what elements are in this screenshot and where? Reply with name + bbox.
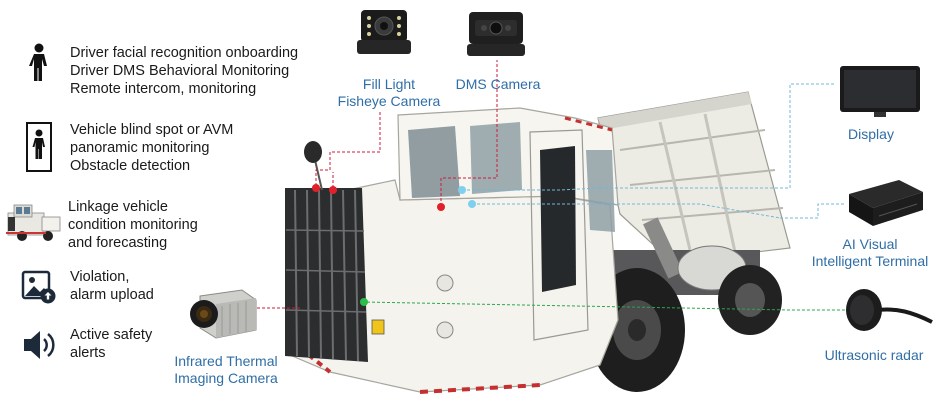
display-marker bbox=[458, 186, 466, 194]
vehicle-thumbnail-icon bbox=[4, 198, 64, 244]
feature-driver-recognition: Driver facial recognition onboarding Dri… bbox=[20, 43, 299, 98]
image-upload-icon bbox=[20, 268, 58, 306]
feature-text: Remote intercom, monitoring bbox=[70, 81, 257, 97]
fill-light-camera-marker bbox=[329, 186, 337, 194]
fill-light-camera-icon bbox=[357, 10, 411, 54]
display-label: Display bbox=[848, 126, 894, 142]
thermal-camera-label: Infrared Thermal Imaging Camera bbox=[164, 353, 288, 387]
label-line: AI Visual bbox=[842, 236, 898, 252]
feature-text: alarm upload bbox=[70, 287, 154, 303]
ultrasonic-radar-label: Ultrasonic radar bbox=[824, 347, 924, 363]
dms-camera-marker bbox=[437, 203, 445, 211]
feature-blind-spot: Vehicle blind spot or AVM panoramic moni… bbox=[20, 121, 233, 175]
feature-vehicle-condition: Linkage vehicle condition monitoring and… bbox=[4, 198, 198, 252]
person-icon bbox=[20, 43, 58, 82]
dms-camera-icon bbox=[467, 12, 525, 56]
feature-text: Linkage vehicle bbox=[68, 199, 168, 215]
feature-text: condition monitoring bbox=[68, 217, 198, 233]
feature-violation-upload: Violation, alarm upload bbox=[20, 268, 154, 306]
ultrasonic-marker bbox=[360, 298, 368, 306]
label-line: Fisheye Camera bbox=[337, 93, 441, 109]
dump-bed bbox=[597, 91, 791, 263]
feature-text: Driver facial recognition onboarding bbox=[70, 45, 299, 61]
feature-safety-alerts: Active safety alerts bbox=[20, 326, 152, 364]
feature-text: Obstacle detection bbox=[70, 158, 191, 174]
feature-text: Violation, bbox=[70, 269, 130, 285]
ai-terminal-icon bbox=[849, 180, 923, 226]
dms-camera-label: DMS Camera bbox=[455, 76, 541, 92]
feature-text: Active safety bbox=[70, 327, 153, 343]
feature-text: Driver DMS Behavioral Monitoring bbox=[70, 63, 290, 79]
terminal-marker bbox=[468, 200, 476, 208]
ai-terminal-label: AI Visual Intelligent Terminal bbox=[800, 236, 940, 270]
front-grille bbox=[285, 188, 368, 362]
feature-text: and forecasting bbox=[68, 235, 168, 251]
display-icon bbox=[840, 66, 920, 117]
label-line: Fill Light bbox=[362, 76, 416, 92]
fill-light-camera-label: Fill Light Fisheye Camera bbox=[334, 76, 444, 110]
ultrasonic-radar-icon bbox=[846, 289, 933, 331]
speaker-icon bbox=[20, 326, 58, 364]
leader-lines bbox=[252, 60, 845, 311]
blind-spot-person-icon bbox=[20, 121, 58, 173]
fill-light-camera-marker bbox=[312, 184, 320, 192]
feature-text: panoramic monitoring bbox=[70, 140, 210, 156]
feature-text: Vehicle blind spot or AVM bbox=[70, 122, 234, 138]
label-line: Infrared Thermal bbox=[174, 353, 278, 369]
feature-text: alerts bbox=[70, 345, 106, 361]
label-line: Intelligent Terminal bbox=[811, 253, 929, 269]
truck-cab bbox=[289, 107, 619, 394]
label-line: Imaging Camera bbox=[174, 370, 278, 386]
thermal-camera-icon bbox=[190, 289, 257, 339]
